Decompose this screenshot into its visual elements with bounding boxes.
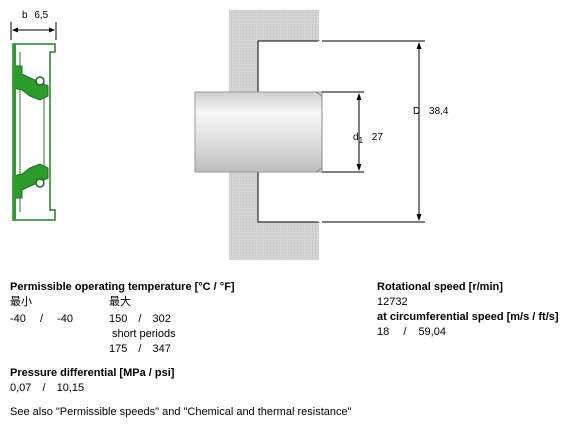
d1-subscript: 1 bbox=[358, 136, 364, 145]
shaft bbox=[194, 91, 323, 173]
lower-seal-lip bbox=[12, 163, 49, 199]
min-temp-row: -40 / -40 bbox=[10, 313, 73, 326]
pressure-title: Pressure differential [MPa / psi] bbox=[10, 367, 175, 379]
see-also-text: See also "Permissible speeds" and "Chemi… bbox=[10, 406, 352, 418]
D-label: D 38,4 bbox=[413, 105, 448, 118]
max-temp-sep: / bbox=[138, 313, 142, 325]
rotational-speed-value: 12732 bbox=[377, 296, 408, 308]
seal-cross-section bbox=[10, 22, 57, 221]
d1-arrow-top bbox=[356, 93, 362, 100]
d1-label: d1 27 bbox=[353, 131, 383, 147]
short-temp-row: 175 / 347 bbox=[109, 343, 171, 356]
short-temp-sep: / bbox=[138, 343, 142, 355]
seal-case-edge bbox=[13, 44, 16, 220]
min-label: 最小 bbox=[10, 296, 32, 308]
b-symbol: b bbox=[22, 10, 28, 21]
min-temp-c: -40 bbox=[10, 313, 26, 325]
circumferential-ms: 18 bbox=[377, 326, 390, 338]
min-temp-sep: / bbox=[39, 313, 44, 325]
d1-arrow-bottom bbox=[356, 164, 362, 171]
b-arrow-left bbox=[12, 27, 18, 33]
circumferential-speed-title: at circumferential speed [m/s / ft/s] bbox=[377, 311, 559, 323]
housing-assembly bbox=[194, 10, 425, 260]
min-temp-f: -40 bbox=[57, 313, 73, 325]
upper-garter-spring bbox=[35, 76, 45, 86]
D-arrow-top bbox=[416, 42, 422, 49]
max-temp-c: 150 bbox=[109, 313, 128, 325]
pressure-mpa: 0,07 bbox=[10, 382, 32, 394]
lower-garter-spring bbox=[35, 178, 45, 188]
circumferential-sep: / bbox=[403, 326, 407, 338]
temperature-title: Permissible operating temperature [°C / … bbox=[10, 281, 235, 293]
shaft-chamfer bbox=[315, 91, 323, 173]
pressure-row: 0,07 / 10,15 bbox=[10, 382, 84, 395]
D-arrow-bottom bbox=[416, 214, 422, 221]
short-temp-f: 347 bbox=[152, 343, 171, 355]
max-temp-f: 302 bbox=[152, 313, 171, 325]
b-label: b 6,5 bbox=[22, 9, 48, 22]
circumferential-fts: 59,04 bbox=[418, 326, 446, 338]
max-label: 最大 bbox=[109, 296, 131, 308]
short-periods-label: short periods bbox=[112, 328, 176, 340]
seal-drawing bbox=[10, 10, 425, 260]
d1-symbol: d bbox=[353, 132, 359, 143]
d1-value: 27 bbox=[371, 132, 383, 143]
pressure-sep: / bbox=[42, 382, 46, 394]
rotational-speed-title: Rotational speed [r/min] bbox=[377, 281, 503, 293]
D-symbol: D bbox=[413, 106, 421, 117]
b-arrow-right bbox=[49, 27, 55, 33]
upper-seal-lip bbox=[12, 65, 49, 101]
short-temp-c: 175 bbox=[109, 343, 128, 355]
D-value: 38,4 bbox=[429, 106, 449, 117]
circumferential-speed-row: 18 / 59,04 bbox=[377, 326, 446, 339]
max-temp-row: 150 / 302 bbox=[109, 313, 171, 326]
b-value: 6,5 bbox=[34, 10, 49, 21]
pressure-psi: 10,15 bbox=[56, 382, 85, 394]
